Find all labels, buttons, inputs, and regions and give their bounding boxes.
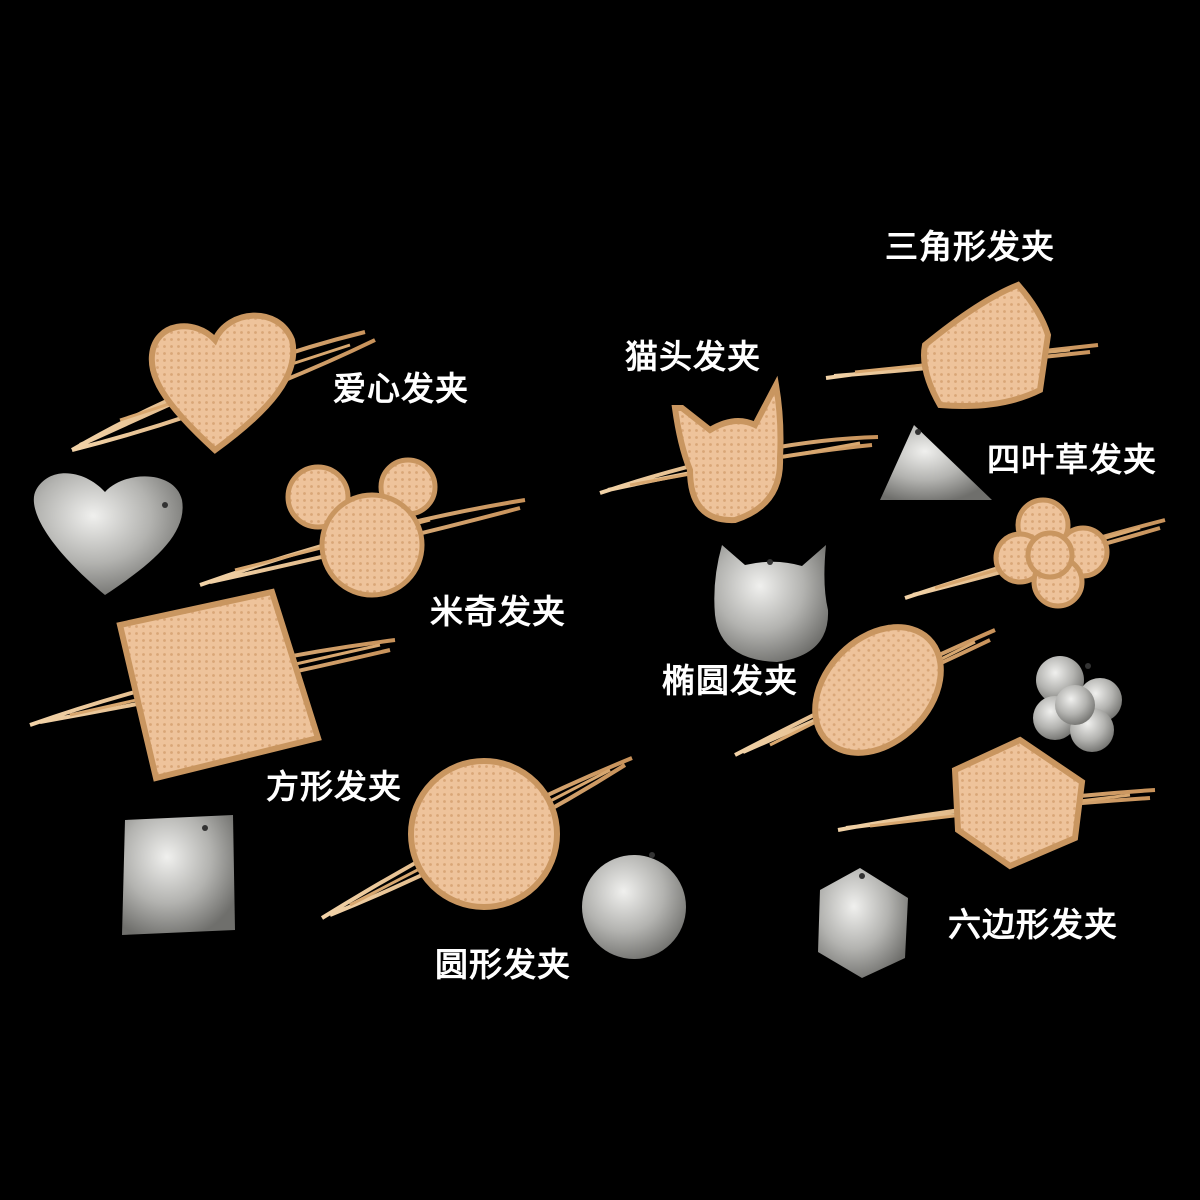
heart-plate [148,312,297,454]
circle-silicone-mold [582,852,686,959]
clover-silicone-mold [1033,656,1122,752]
triangle-hair-clip [825,281,1099,409]
oval-clip-label: 椭圆发夹 [662,661,798,700]
cat-silicone-mold [714,545,829,662]
hexagon-silicone-mold [818,868,908,978]
mickey-hair-clip [199,457,526,598]
circle-hair-clip [320,756,633,920]
square-clip-label: 方形发夹 [266,767,402,806]
clover-hair-clip [904,497,1166,609]
hexagon-hair-clip [837,736,1156,870]
cat-clip-label: 猫头发夹 [625,337,761,376]
triangle-clip-label: 三角形发夹 [885,227,1055,266]
mickey-clip-label: 米奇发夹 [430,592,566,631]
cat-hair-clip [599,375,879,524]
circle-clip-label: 圆形发夹 [435,945,571,984]
hexagon-clip-label: 六边形发夹 [948,905,1118,944]
square-hair-clip [29,588,396,782]
triangle-silicone-mold [880,425,992,500]
oval-hair-clip [734,624,996,757]
heart-hair-clip [70,312,376,454]
clover-clip-label: 四叶草发夹 [987,440,1157,479]
heart-silicone-mold [33,473,183,595]
square-silicone-mold [122,815,235,935]
heart-clip-label: 爱心发夹 [333,369,469,408]
